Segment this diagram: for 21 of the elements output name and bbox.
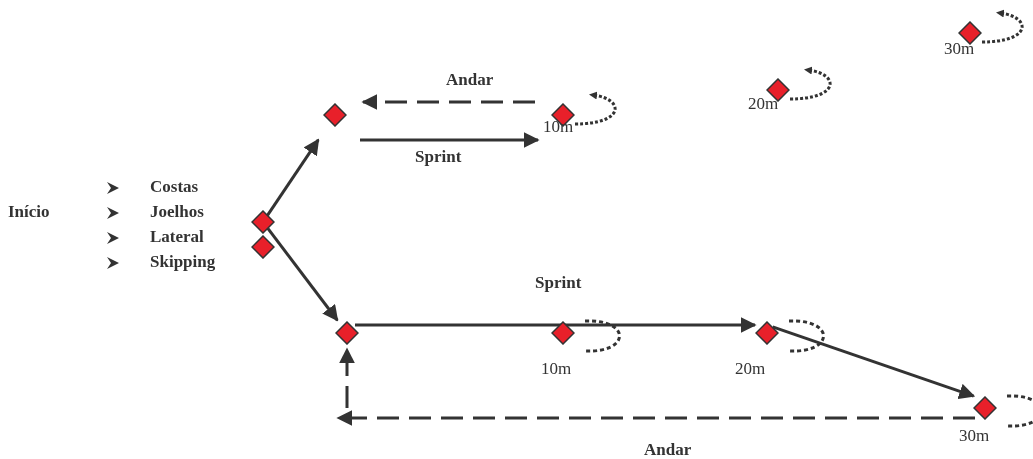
- start-label: Início: [8, 202, 50, 222]
- distance-label: 10m: [543, 117, 574, 137]
- arrow: [772, 325, 976, 399]
- distance-label: 20m: [748, 94, 779, 114]
- arrow: [361, 94, 535, 110]
- arrow: [266, 227, 339, 322]
- distance-label: 30m: [944, 39, 975, 59]
- list-item: Lateral: [150, 227, 204, 247]
- arrow: [360, 132, 540, 148]
- distance-label: 30m: [959, 426, 990, 446]
- arrow: [355, 317, 757, 333]
- list-item: Skipping: [150, 252, 216, 272]
- arrow: [266, 138, 320, 217]
- arrow: [339, 347, 355, 408]
- distance-label: 10m: [541, 359, 572, 379]
- edge-label: Sprint: [533, 273, 584, 293]
- list-item: Costas: [150, 177, 199, 197]
- distance-label: 20m: [735, 359, 766, 379]
- arrow: [336, 410, 975, 426]
- edge-label: Sprint: [413, 147, 464, 167]
- list-item: Joelhos: [150, 202, 204, 222]
